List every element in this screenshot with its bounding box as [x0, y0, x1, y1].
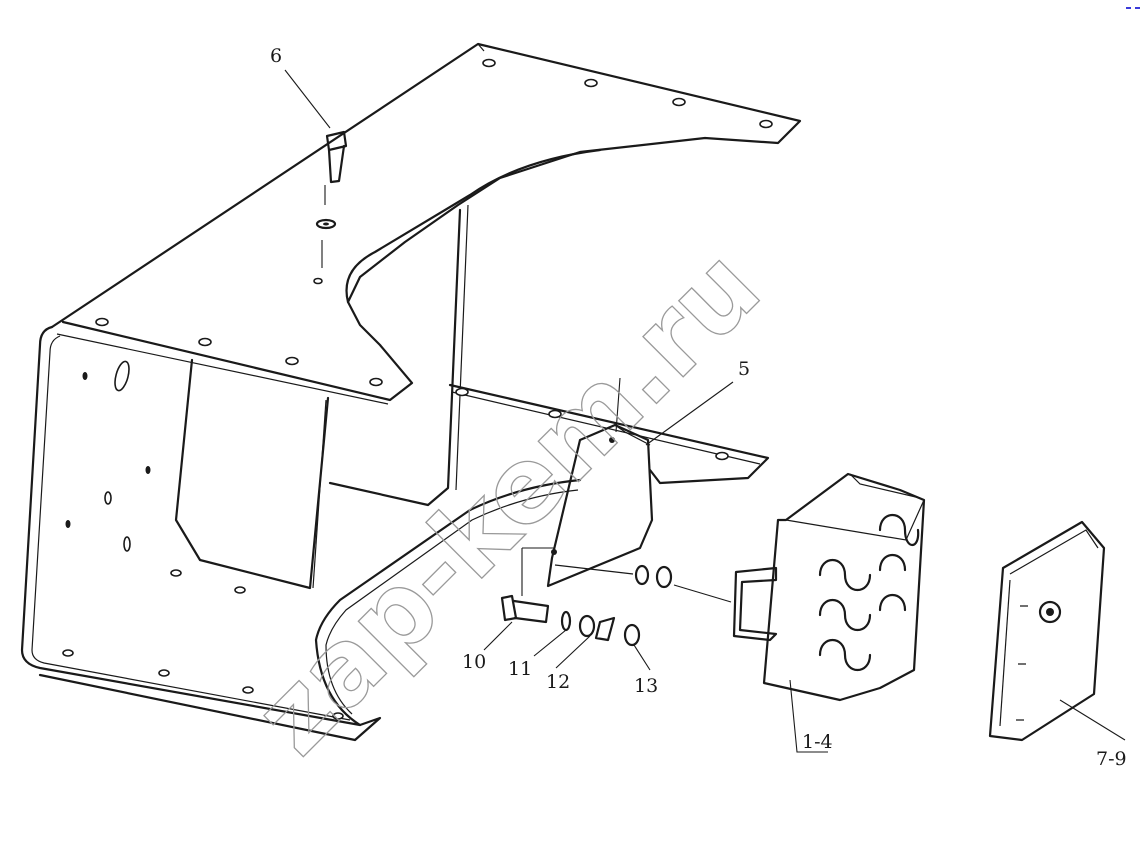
frame-bracket [20, 42, 802, 742]
mounting-plate-5 [521, 377, 732, 603]
electrical-box-1-4 [732, 472, 926, 753]
callout-6: 6 [270, 45, 282, 67]
callout-11: 11 [508, 658, 532, 680]
fastener-set-10-13 [500, 594, 641, 647]
cover-7-9 [988, 520, 1126, 742]
callout-10: 10 [462, 651, 486, 673]
watermark: zap-kem.ru [231, 226, 783, 778]
leader-lines [284, 69, 734, 671]
bolt-6 [313, 130, 348, 285]
callout-13: 13 [634, 675, 658, 697]
callout-7-9: 7-9 [1096, 748, 1127, 770]
callout-5: 5 [738, 358, 750, 380]
callout-1-4: 1-4 [802, 731, 833, 753]
callout-12: 12 [546, 671, 570, 693]
